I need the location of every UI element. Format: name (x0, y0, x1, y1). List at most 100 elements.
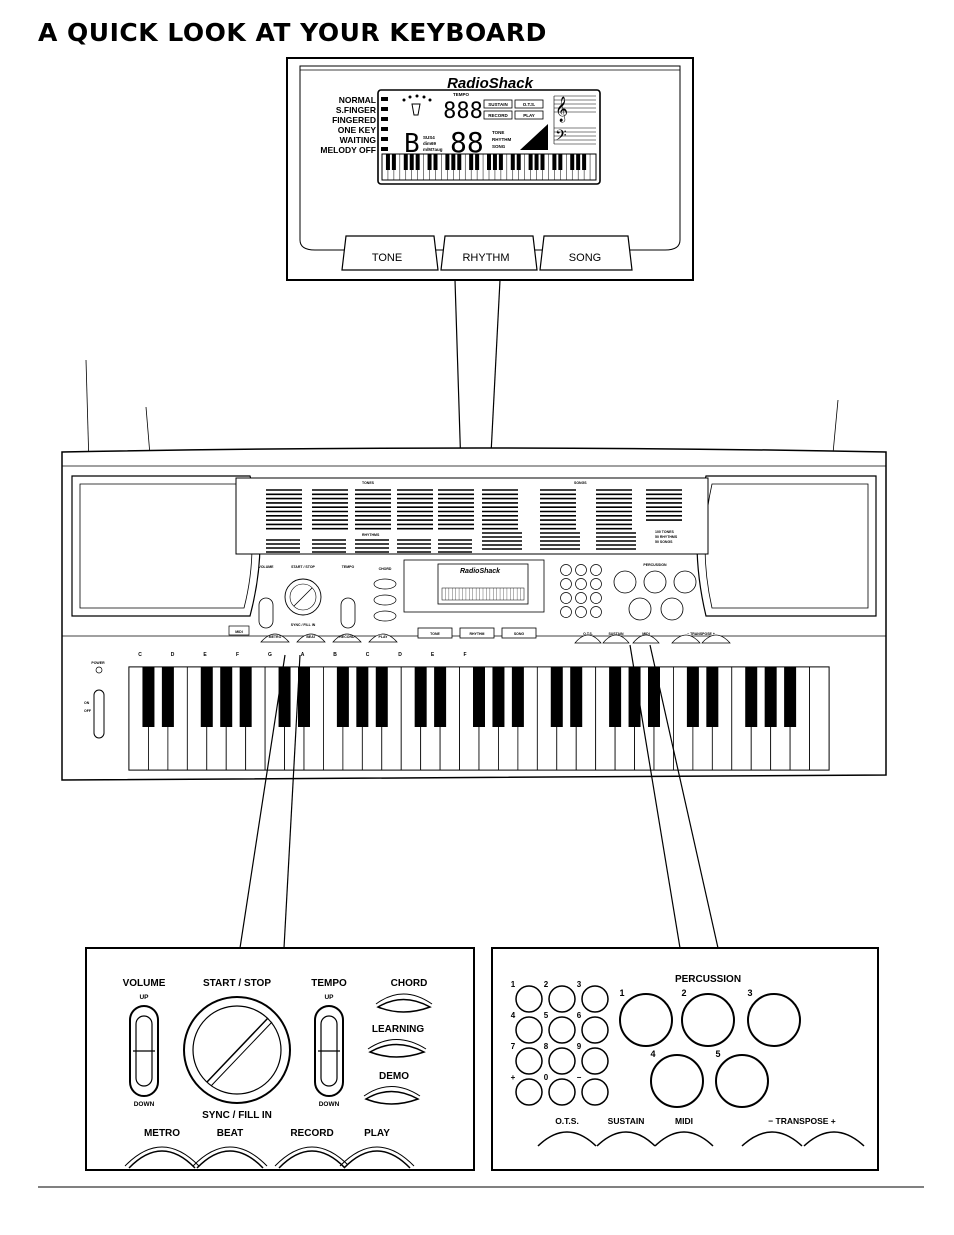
svg-text:3: 3 (577, 980, 582, 989)
tones-header: TONES (362, 481, 375, 485)
svg-text:METRO: METRO (269, 635, 282, 639)
svg-text:SUSTAIN: SUSTAIN (488, 102, 507, 107)
black-key[interactable] (434, 667, 447, 727)
black-key[interactable] (161, 667, 174, 727)
demo-button[interactable] (363, 1086, 421, 1105)
rhythm-button[interactable]: RHYTHM (462, 252, 509, 264)
svg-text:2: 2 (681, 988, 686, 998)
btn-ots[interactable] (537, 1131, 597, 1147)
numpad-key[interactable] (548, 1047, 576, 1075)
btn-beat[interactable] (192, 1146, 268, 1169)
svg-text:SYNC / FILL IN: SYNC / FILL IN (291, 623, 316, 627)
numpad-key[interactable] (548, 985, 576, 1013)
svg-text:0: 0 (544, 1073, 549, 1082)
display-callout: RadioShack NORMAL S.FINGER FINGERED ONE … (286, 57, 694, 281)
svg-text:RECORD: RECORD (339, 635, 355, 639)
piano-keys[interactable] (128, 666, 830, 771)
svg-text:1: 1 (619, 988, 624, 998)
svg-text:B: B (404, 129, 420, 159)
percussion-label: PERCUSSION (675, 974, 741, 985)
note-letter: B (333, 652, 337, 658)
black-key[interactable] (706, 667, 719, 727)
percussion-pad[interactable] (747, 993, 801, 1047)
numpad-key[interactable] (581, 1078, 609, 1106)
black-key[interactable] (200, 667, 213, 727)
start-stop-button[interactable] (183, 996, 291, 1104)
lcd-keyboard (381, 153, 597, 181)
black-key[interactable] (628, 667, 641, 727)
black-key[interactable] (609, 667, 622, 727)
demo-label: DEMO (379, 1071, 409, 1082)
svg-text:FINGERED: FINGERED (332, 115, 376, 125)
sync-fill-label: SYNC / FILL IN (202, 1110, 272, 1121)
svg-text:7: 7 (511, 1042, 516, 1051)
btn-sustain[interactable] (596, 1131, 656, 1147)
learning-button[interactable] (367, 1039, 427, 1058)
numpad-key[interactable] (515, 985, 543, 1013)
black-key[interactable] (550, 667, 563, 727)
percussion-pad[interactable] (619, 993, 673, 1047)
power-switch[interactable] (93, 689, 105, 739)
svg-text:NORMAL: NORMAL (339, 95, 376, 105)
svg-text:1: 1 (511, 980, 516, 989)
svg-text:50 RHYTHMS: 50 RHYTHMS (655, 535, 678, 539)
svg-text:UP: UP (324, 994, 334, 1001)
chord-label: CHORD (391, 978, 428, 989)
btn-record[interactable] (274, 1146, 350, 1169)
percussion-pad[interactable] (681, 993, 735, 1047)
svg-text:3: 3 (747, 988, 752, 998)
numpad-key[interactable] (548, 1016, 576, 1044)
black-key[interactable] (356, 667, 369, 727)
black-key[interactable] (298, 667, 310, 727)
black-key[interactable] (570, 667, 583, 727)
black-key[interactable] (142, 667, 155, 727)
svg-text:ON: ON (84, 701, 90, 705)
black-key[interactable] (745, 667, 758, 727)
percussion-pad[interactable] (650, 1054, 704, 1108)
svg-text:5: 5 (544, 1011, 549, 1020)
chord-button[interactable] (375, 993, 433, 1013)
black-key[interactable] (784, 667, 797, 727)
svg-text:SUSTAIN: SUSTAIN (608, 632, 624, 636)
black-key[interactable] (648, 667, 660, 727)
black-key[interactable] (239, 667, 252, 727)
svg-text:PLAY: PLAY (364, 1128, 390, 1139)
transpose-buttons[interactable] (741, 1131, 865, 1147)
black-key[interactable] (473, 667, 485, 727)
black-key[interactable] (492, 667, 505, 727)
numpad-key[interactable] (515, 1016, 543, 1044)
black-key[interactable] (336, 667, 349, 727)
numpad-key[interactable] (581, 985, 609, 1013)
black-key[interactable] (414, 667, 427, 727)
svg-text:RHYTHM: RHYTHM (492, 137, 511, 142)
btn-metro[interactable] (124, 1146, 200, 1169)
black-key[interactable] (686, 667, 699, 727)
black-key[interactable] (375, 667, 388, 727)
btn-midi[interactable] (654, 1131, 714, 1147)
svg-text:MIDI: MIDI (642, 632, 649, 636)
note-letter: G (268, 652, 272, 658)
tempo-rocker[interactable] (314, 1005, 344, 1097)
numpad-key[interactable] (548, 1078, 576, 1106)
btn-play[interactable] (339, 1146, 415, 1169)
black-key[interactable] (220, 667, 233, 727)
black-key[interactable] (764, 667, 777, 727)
black-key[interactable] (278, 667, 291, 727)
svg-text:TONE: TONE (492, 130, 504, 135)
svg-text:DOWN: DOWN (319, 1101, 340, 1108)
volume-rocker[interactable] (129, 1005, 159, 1097)
numpad-key[interactable] (515, 1047, 543, 1075)
note-letter: F (236, 652, 239, 658)
tone-button[interactable]: TONE (372, 252, 402, 264)
select-buttons-callout: TONE RHYTHM SONG (341, 235, 633, 271)
numpad-key[interactable] (581, 1047, 609, 1075)
numpad-key[interactable] (515, 1078, 543, 1106)
svg-text:8: 8 (544, 1042, 549, 1051)
percussion-pad[interactable] (715, 1054, 769, 1108)
song-button[interactable]: SONG (569, 252, 601, 264)
white-key[interactable] (809, 666, 830, 771)
svg-text:RadioShack: RadioShack (460, 568, 501, 575)
note-letter: E (431, 652, 435, 658)
numpad-key[interactable] (581, 1016, 609, 1044)
black-key[interactable] (511, 667, 524, 727)
